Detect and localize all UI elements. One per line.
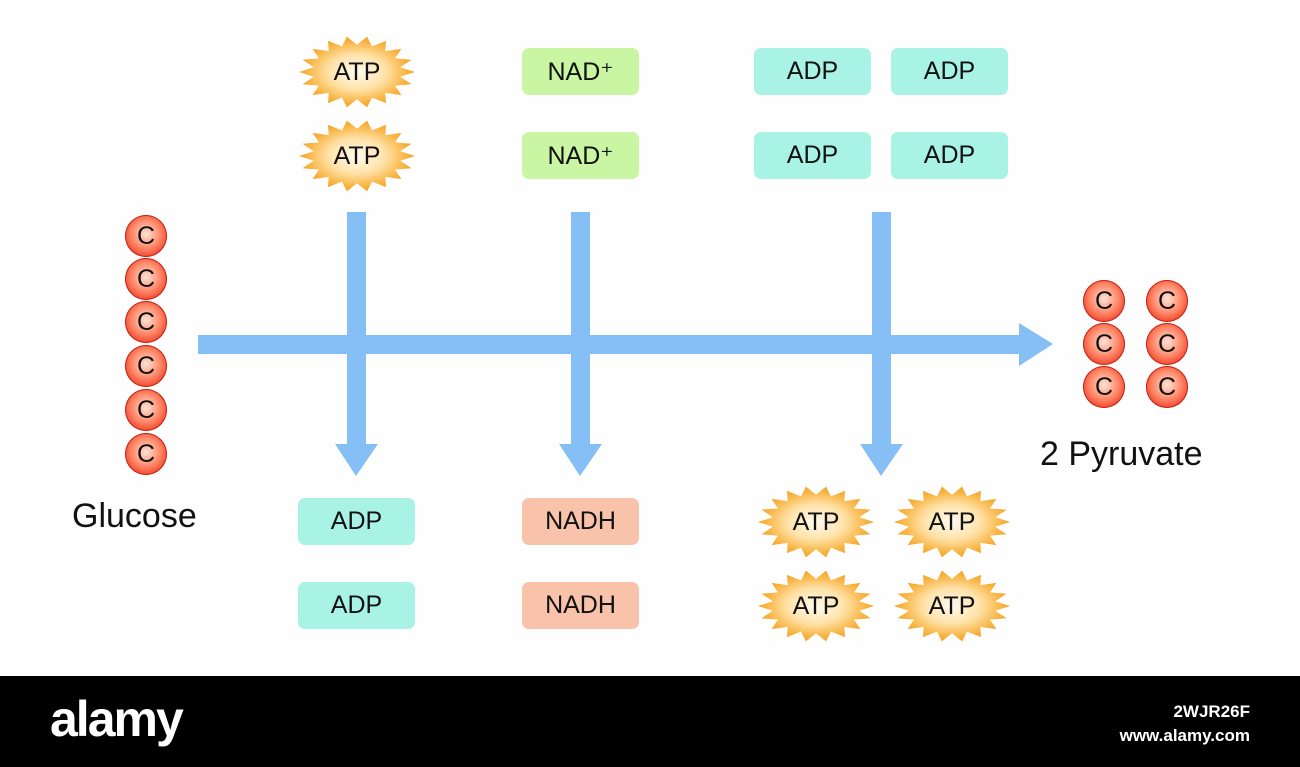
atp-input-burst: ATP	[297, 34, 417, 110]
glucose-carbon-atom: C	[125, 215, 167, 257]
glucose-carbon-atom: C	[125, 389, 167, 431]
glucose-carbon-atom: C	[125, 345, 167, 387]
glucose-label: Glucose	[72, 497, 197, 535]
atp-output-burst: ATP	[892, 484, 1012, 560]
glucose-carbon-atom: C	[125, 258, 167, 300]
nad-plus-box: NAD⁺	[522, 132, 639, 179]
nad-reduction-arrow-head	[559, 444, 602, 476]
atp-label: ATP	[333, 141, 381, 170]
pyruvate-carbon-atom: C	[1083, 366, 1125, 408]
nad-reduction-arrow-shaft	[571, 212, 590, 448]
pyruvate-carbon-atom: C	[1146, 323, 1188, 365]
glucose-carbon-atom: C	[125, 301, 167, 343]
pathway-arrows	[198, 212, 1053, 476]
atp-output-burst: ATP	[756, 568, 876, 644]
atp-investment-arrow-head	[335, 444, 378, 476]
footer-bar: alamy 2WJR26F www.alamy.com	[0, 676, 1300, 767]
atp-payoff-arrow-head	[860, 444, 903, 476]
adp-input-box: ADP	[754, 48, 871, 95]
brand-logo: alamy	[50, 691, 184, 747]
pyruvate-carbon-atom: C	[1083, 323, 1125, 365]
atp-label: ATP	[792, 591, 840, 620]
adp-input-box: ADP	[891, 132, 1008, 179]
atp-label: ATP	[792, 507, 840, 536]
adp-input-box: ADP	[754, 132, 871, 179]
adp-input-box: ADP	[891, 48, 1008, 95]
atp-output-burst: ATP	[892, 568, 1012, 644]
main-pathway-arrow-head	[1019, 323, 1053, 366]
atp-label: ATP	[928, 591, 976, 620]
glycolysis-diagram: C C C C C C Glucose C C C C C C 2 Pyruva…	[72, 34, 1203, 644]
nadh-output-box: NADH	[522, 498, 639, 545]
image-id: 2WJR26F	[1173, 702, 1250, 721]
atp-investment-arrow-shaft	[347, 212, 366, 448]
nadh-output-box: NADH	[522, 582, 639, 629]
pyruvate-carbon-atom: C	[1146, 366, 1188, 408]
adp-output-box: ADP	[298, 498, 415, 545]
main-pathway-arrow-shaft	[198, 335, 1023, 354]
atp-input-burst: ATP	[297, 118, 417, 194]
adp-output-box: ADP	[298, 582, 415, 629]
atp-label: ATP	[333, 57, 381, 86]
pyruvate-carbon-atom: C	[1146, 280, 1188, 322]
pyruvate-label: 2 Pyruvate	[1040, 435, 1203, 473]
nad-plus-box: NAD⁺	[522, 48, 639, 95]
atp-payoff-arrow-shaft	[872, 212, 891, 448]
atp-output-burst: ATP	[756, 484, 876, 560]
site-url: www.alamy.com	[1119, 726, 1250, 745]
atp-label: ATP	[928, 507, 976, 536]
pyruvate-carbon-atom: C	[1083, 280, 1125, 322]
glucose-carbon-atom: C	[125, 433, 167, 475]
